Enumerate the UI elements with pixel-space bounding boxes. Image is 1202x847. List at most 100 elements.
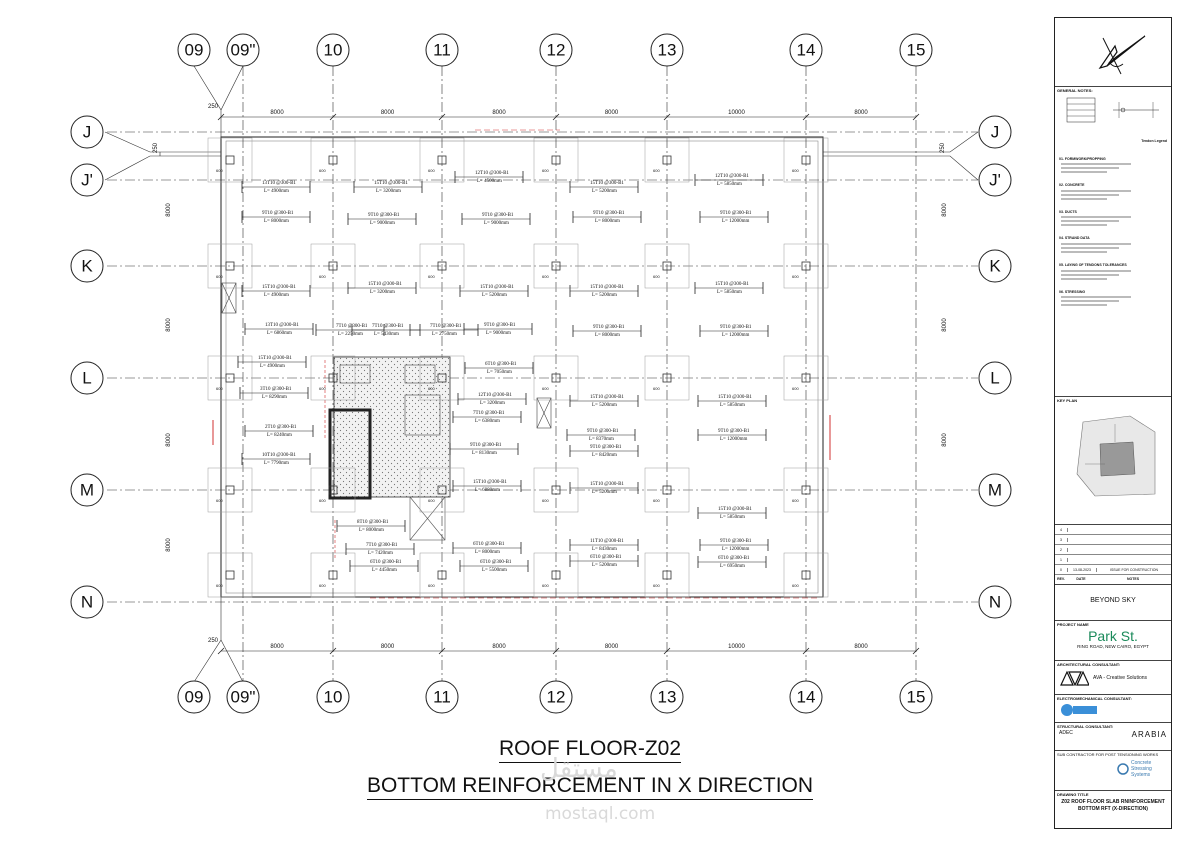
watermark-latin: mostaql.com — [545, 804, 656, 824]
title-block: GENERAL NOTES: Tendon Legend 01. FORMWOR… — [1054, 17, 1172, 829]
dimension-tick — [802, 647, 810, 655]
drop-panel — [207, 243, 253, 289]
rebar-label: 15T10 @300-B1L= 3200mm — [347, 282, 417, 295]
rebar-label: 11T10 @300-B1L= 8430mm — [569, 539, 639, 552]
rebar-length: L= 6880mm — [475, 488, 500, 493]
rebar-spec: 7T10 @300-B1 — [366, 543, 398, 548]
grid-bubble-row: J' — [978, 163, 1012, 197]
grid-bubble-label: 11 — [433, 688, 451, 707]
rebar-spec: 15T10 @300-B1 — [473, 480, 507, 485]
rebar-length: L= 7050mm — [487, 370, 512, 375]
grid-bubble-label: 13 — [658, 688, 677, 707]
note-text-placeholder — [1061, 304, 1107, 307]
pt-caption: SUB CONTRACTOR FOR POST TENSIONING WORKS — [1057, 752, 1159, 757]
note-text-placeholder — [1061, 296, 1131, 299]
rebar-label: 12T10 @300-B1L= 5850mm — [694, 174, 764, 187]
slab-outline — [220, 136, 824, 598]
key-plan-caption: KEY PLAN — [1057, 398, 1078, 403]
grid-bubble-label: 10 — [324, 688, 343, 707]
drop-panel — [533, 467, 579, 513]
drop-panel — [207, 552, 253, 598]
panel-width-label: 600 — [792, 168, 799, 173]
rebar-length: L= 4500mm — [477, 179, 502, 184]
panel-width-label: 600 — [216, 583, 223, 588]
rebar-length: L= 12000mm — [720, 437, 748, 442]
rebar-spec: 2T10 @300-B1 — [265, 425, 297, 430]
watermark-arabic: مستقل — [540, 754, 618, 784]
column-marker — [437, 373, 447, 383]
dimension-value: 8000 — [605, 110, 619, 116]
dimension-tick — [912, 647, 920, 655]
rebar-length: L= 2750mm — [432, 332, 457, 337]
grid-bubble-circle — [978, 585, 1012, 619]
offset-dimension-left: 250 — [153, 142, 159, 153]
grid-bubble-col: 12 — [539, 33, 573, 67]
grid-bubble-col: 09 — [177, 33, 211, 67]
rebar-spec: 6T10 @300-B1 — [370, 560, 402, 565]
note-heading: 05. LAYING OF TENDONS TOLERANCES — [1059, 262, 1127, 267]
rebar-spec: 13T10 @300-B1 — [265, 323, 299, 328]
grid-lines — [104, 65, 979, 683]
rebar-spec: 9T10 @300-B1 — [470, 443, 502, 448]
grid-bubble-row: K — [70, 249, 104, 283]
column-marker — [662, 570, 672, 580]
grid-bubble-col: 13 — [650, 680, 684, 714]
ava-logo-icon — [1060, 670, 1089, 686]
grid-bubble-circle — [978, 249, 1012, 283]
panel-width-label: 600 — [319, 274, 326, 279]
grid-bubble-label: 10 — [324, 41, 343, 60]
rebar-spec: 9T10 @300-B1 — [593, 325, 625, 330]
rebar-spec: 15T10 @300-B1 — [715, 282, 749, 287]
rebar-label: 9T10 @300-B1L= 9000mm — [347, 213, 417, 226]
rebar-label: 3T10 @300-B1L= 8290mm — [239, 387, 309, 400]
revision-number: 4 — [1055, 527, 1068, 532]
key-plan-diagram — [1076, 415, 1156, 497]
revision-number: 0 — [1055, 567, 1068, 572]
column-marker — [328, 485, 338, 495]
panel-width-label: 600 — [216, 386, 223, 391]
grid-bubble-circle — [70, 473, 104, 507]
grid-bubble-circle — [177, 680, 211, 714]
grid-bubble-label: N — [81, 593, 93, 612]
note-text-placeholder — [1061, 167, 1119, 170]
rebar-label: 9T10 @300-B1L= 8000mm — [572, 325, 642, 338]
note-text-placeholder — [1061, 242, 1131, 245]
rebar-length: L= 5200mm — [592, 189, 617, 194]
drop-panel — [310, 137, 356, 183]
note-text-placeholder — [1061, 224, 1107, 227]
rebar-spec: 7T10 @300-B1 — [430, 324, 462, 329]
rebar-spec: 11T10 @300-B1 — [590, 539, 624, 544]
side-dimension-right: 8000 — [942, 203, 948, 217]
column-marker — [801, 155, 811, 165]
note-text-placeholder — [1061, 163, 1131, 166]
rebar-length: L= 6380mm — [475, 419, 500, 424]
grid-bubble-label: 12 — [547, 41, 566, 60]
revision-row: 2 — [1055, 545, 1171, 555]
rebar-length: L= 5200mm — [482, 293, 507, 298]
grid-bubble-row: M — [978, 473, 1012, 507]
grid-bubble-label: J' — [989, 171, 1001, 190]
grid-bubble-row: J — [978, 115, 1012, 149]
drop-panel — [207, 355, 253, 401]
grid-bubble-col: 10 — [316, 33, 350, 67]
dimension-tick — [438, 113, 446, 121]
grid-bubble-row: L — [70, 361, 104, 395]
leader-j-prime-right — [823, 155, 979, 181]
revision-date: 13-08-2023 — [1068, 567, 1097, 572]
rebar-label: 12T10 @300-B1L= 4500mm — [454, 171, 524, 184]
rebar-length: L= 8290mm — [262, 395, 287, 400]
project-section: PROJECT NAME Park St. RING ROAD, NEW CAI… — [1055, 620, 1171, 660]
dimension-tick — [663, 647, 671, 655]
rebar-spec: 13T10 @300-B1 — [262, 181, 296, 186]
rebar-label: 15T10 @300-B1L= 5200mm — [569, 482, 639, 495]
grid-bubble-label: 15 — [907, 41, 926, 60]
drop-panel — [419, 552, 465, 598]
column-marker — [551, 373, 561, 383]
drop-panel — [310, 552, 356, 598]
rebar-label: 6T10 @300-B1L= 8000mm — [452, 542, 522, 555]
slab-inner-outline — [225, 140, 819, 594]
north-arrow-icon — [1098, 35, 1146, 75]
rebar-length: L= 8420mm — [592, 453, 617, 458]
column-marker — [437, 261, 447, 271]
